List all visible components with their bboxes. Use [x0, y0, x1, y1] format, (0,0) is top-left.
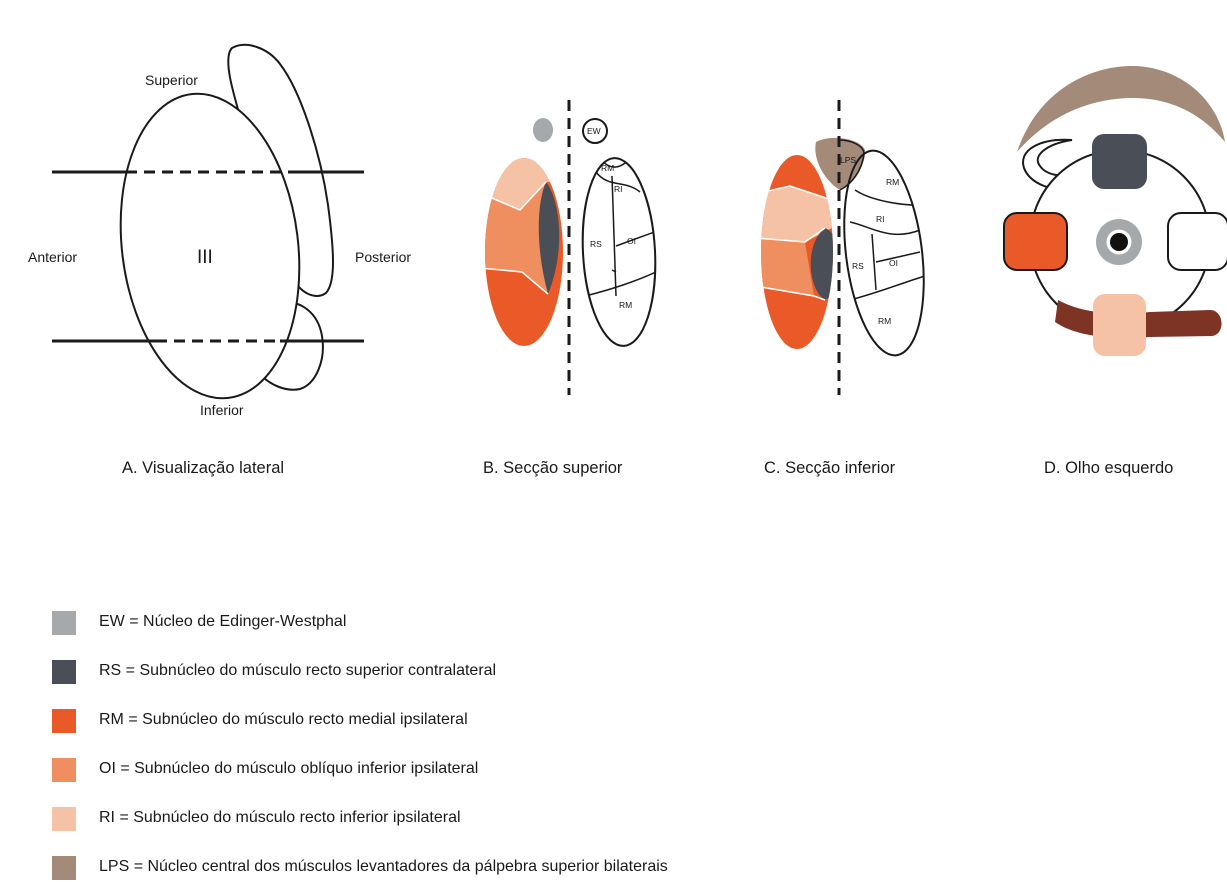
legend-text-rs: RS = Subnúcleo do músculo recto superior… [99, 662, 496, 680]
label-b-rm-bottom: RM [619, 300, 632, 310]
label-c-lps: LPS [840, 155, 856, 165]
caption-d: D. Olho esquerdo [1044, 459, 1173, 477]
right-subnuclei-divisions [585, 158, 660, 296]
label-c-rm-top: RM [886, 177, 899, 187]
legend-swatch-rm [52, 709, 76, 733]
legend-item-lps: LPS = Núcleo central dos músculos levant… [52, 856, 952, 882]
legend-swatch-lps [52, 856, 76, 880]
label-c-rm-bottom: RM [878, 316, 891, 326]
legend-text-rm: RM = Subnúcleo do músculo recto medial i… [99, 711, 468, 729]
legend-text-ri: RI = Subnúcleo do músculo recto inferior… [99, 809, 461, 827]
ew-nucleus-blob [533, 118, 553, 142]
legend-item-rs: RS = Subnúcleo do músculo recto superior… [52, 660, 952, 686]
superior-rectus-muscle [1092, 134, 1147, 189]
label-b-rm-top: RM [601, 163, 614, 173]
pupil-center [1110, 233, 1128, 251]
legend-text-oi: OI = Subnúcleo do músculo oblíquo inferi… [99, 760, 478, 778]
caption-b: B. Secção superior [483, 459, 623, 477]
panel-a-lateral-view: Superior Anterior Posterior Inferior III… [28, 45, 411, 477]
legend-item-ri: RI = Subnúcleo do músculo recto inferior… [52, 807, 952, 833]
legend-swatch-ew [52, 611, 76, 635]
caption-a: A. Visualização lateral [122, 459, 284, 477]
label-cranial-nerve-iii: III [197, 247, 213, 268]
label-c-rs: RS [852, 261, 864, 271]
label-superior: Superior [145, 72, 198, 88]
left-subnuclei [480, 150, 570, 350]
label-b-ri: RI [614, 184, 623, 194]
inferior-rectus-muscle [1093, 294, 1146, 356]
panel-c-inferior-section: LPS RM RI RS OI RM C. Secção inferior [755, 100, 934, 477]
legend-swatch-ri [52, 807, 76, 831]
label-inferior: Inferior [200, 402, 244, 418]
caption-c: C. Secção inferior [764, 459, 896, 477]
label-b-oi: OI [627, 236, 636, 246]
medial-rectus-muscle [1004, 213, 1067, 270]
label-b-rs: RS [590, 239, 602, 249]
legend-item-ew: EW = Núcleo de Edinger-Westphal [52, 611, 952, 637]
lateral-rectus-muscle [1168, 213, 1227, 270]
label-posterior: Posterior [355, 249, 411, 265]
panel-d-left-eye: D. Olho esquerdo [1004, 66, 1227, 477]
legend-text-lps: LPS = Núcleo central dos músculos levant… [99, 858, 668, 876]
label-c-oi: OI [889, 258, 898, 268]
legend-swatch-rs [52, 660, 76, 684]
panel-b-superior-section: EW RM RI RS OI RM B. Secção superior [480, 100, 660, 477]
label-b-ew: EW [587, 126, 601, 136]
label-anterior: Anterior [28, 249, 77, 265]
label-c-ri: RI [876, 214, 885, 224]
legend-text-ew: EW = Núcleo de Edinger-Westphal [99, 613, 346, 631]
legend-item-rm: RM = Subnúcleo do músculo recto medial i… [52, 709, 952, 735]
legend-item-oi: OI = Subnúcleo do músculo oblíquo inferi… [52, 758, 952, 784]
legend-swatch-oi [52, 758, 76, 782]
